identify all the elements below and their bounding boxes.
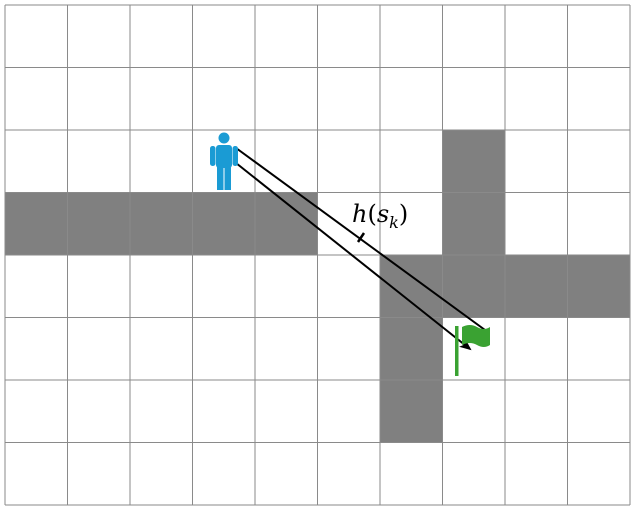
wall-cell	[5, 192, 68, 255]
person-icon	[210, 132, 238, 190]
heuristic-label: h(sk)	[352, 200, 408, 232]
wall-cell	[67, 192, 130, 255]
wall-cell	[130, 192, 193, 255]
wall-cell	[380, 380, 443, 443]
grid-lines	[4, 4, 631, 506]
heuristic-arrow	[235, 162, 472, 351]
heuristic-label-tick	[356, 232, 366, 243]
wall-cell	[442, 192, 505, 255]
wall-cell	[505, 255, 568, 318]
wall-cell	[567, 255, 630, 318]
wall-cell	[442, 130, 505, 193]
wall-cell	[380, 317, 443, 380]
wall-cell	[192, 192, 255, 255]
wall-cell	[380, 255, 443, 318]
wall-cell	[442, 255, 505, 318]
flag-icon	[455, 325, 490, 376]
